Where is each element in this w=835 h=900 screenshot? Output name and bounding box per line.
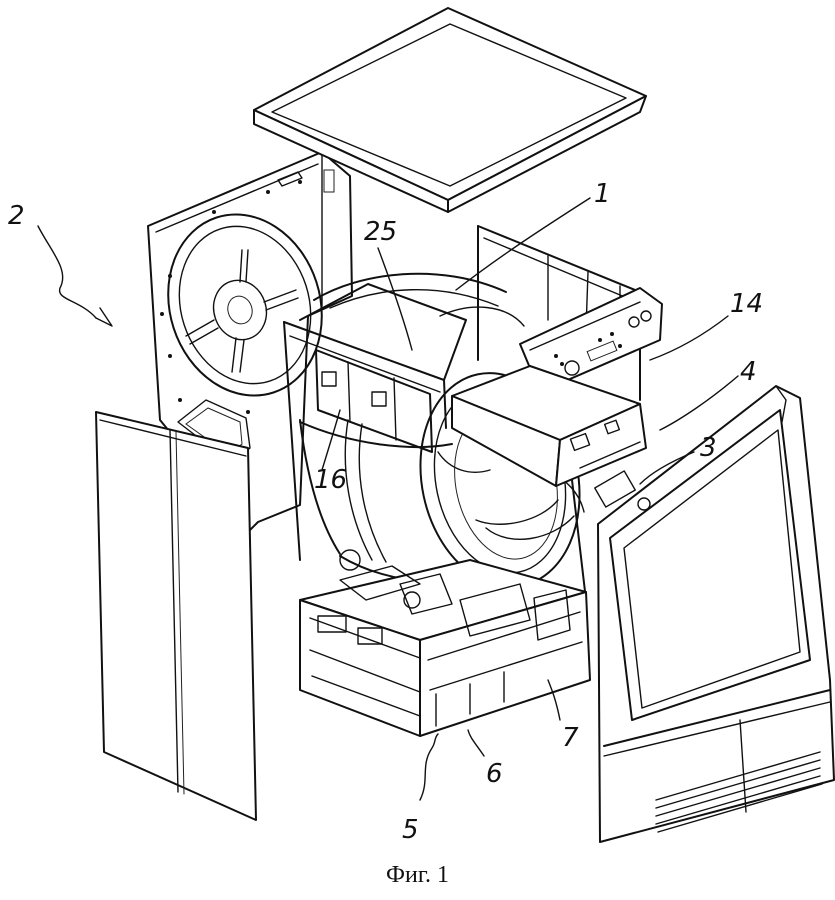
label-6: 6: [486, 759, 503, 789]
top-cover: [253, 7, 647, 213]
label-25: 25: [364, 217, 397, 247]
label-1: 1: [594, 179, 611, 209]
label-4: 4: [740, 357, 757, 387]
label-3: 3: [700, 433, 717, 463]
electronics-module: [451, 365, 647, 487]
figure-caption: Фиг. 1: [386, 862, 449, 888]
side-panel: [95, 411, 257, 821]
leader-lines: [37, 197, 739, 801]
label-5: 5: [402, 815, 419, 845]
base-assembly: [299, 549, 591, 737]
front-door-panel: [594, 385, 835, 843]
label-16: 16: [314, 465, 347, 495]
label-2: 2: [8, 201, 25, 231]
label-7: 7: [562, 723, 579, 753]
label-14: 14: [730, 289, 763, 319]
